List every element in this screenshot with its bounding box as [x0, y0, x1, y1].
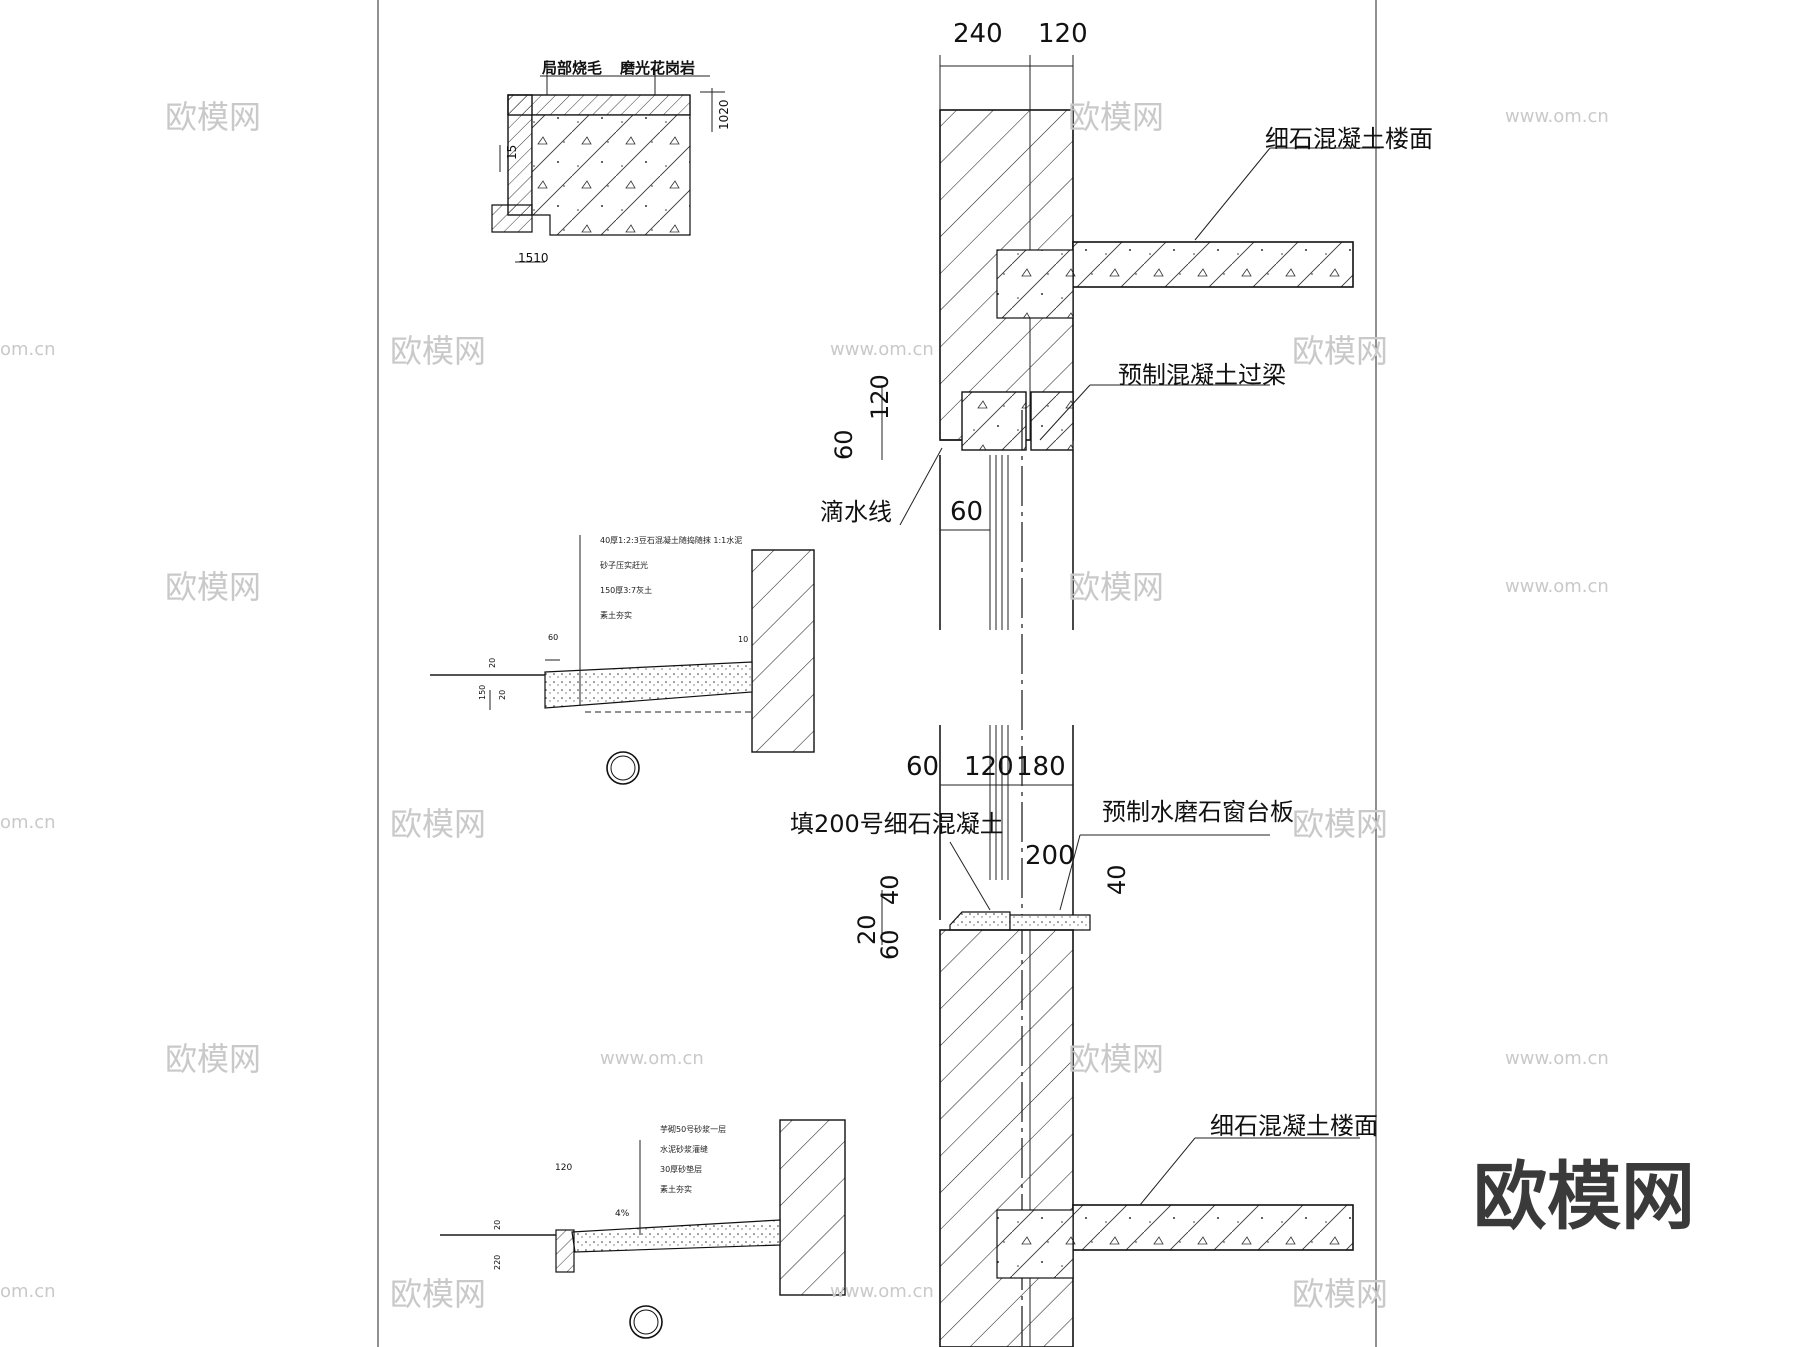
watermark-url: www.om.cn — [1505, 106, 1609, 127]
label-polished-granite: 磨光花岗岩 — [619, 59, 695, 77]
dim-sill-60: 60 — [906, 752, 939, 782]
apron-top-layer-4: 素土夯实 — [600, 610, 632, 620]
dim-1020: 1020 — [717, 99, 731, 130]
dim-sill-180: 180 — [1016, 752, 1066, 782]
watermark-url: www.om.cn — [830, 339, 934, 360]
apron-top-layer-1: 40厚1:2:3豆石混凝土随捣随抹 1:1水泥 — [600, 535, 742, 545]
dim-lintel-60: 60 — [830, 429, 858, 460]
watermark-cn: 欧模网 — [390, 1275, 486, 1313]
label-floor-bottom: 细石混凝土楼面 — [1210, 1112, 1378, 1140]
dim-120-top: 120 — [1038, 19, 1088, 49]
label-floor-top: 细石混凝土楼面 — [1265, 125, 1433, 153]
wall-section — [881, 55, 1380, 1347]
watermark-url: www.om.cn — [1505, 1048, 1609, 1069]
apron-top-dim-20b: 20 — [498, 690, 507, 700]
apron-detail-top — [430, 535, 815, 785]
watermark-url: om.cn — [0, 339, 56, 360]
apron-bottom-dim-20: 20 — [493, 1220, 502, 1230]
brand-logo: 欧模网 — [1473, 1154, 1695, 1240]
apron-bottom-layer-3: 30厚砂垫层 — [660, 1164, 702, 1174]
watermark-cn: 欧模网 — [390, 805, 486, 843]
watermark-cn: 欧模网 — [1068, 568, 1164, 606]
watermark-url: www.om.cn — [1505, 576, 1609, 597]
dim-sill-20: 20 — [853, 914, 881, 945]
apron-bottom-dim-120: 120 — [555, 1163, 572, 1173]
watermark-cn: 欧模网 — [1068, 98, 1164, 136]
apron-top-dim-20a: 20 — [488, 658, 497, 668]
dim-sill-120: 120 — [964, 752, 1014, 782]
label-partial-flamed: 局部烧毛 — [541, 59, 602, 77]
watermark-url: om.cn — [0, 1281, 56, 1302]
watermark-cn: 欧模网 — [165, 1040, 261, 1078]
watermark-cn: 欧模网 — [1068, 1040, 1164, 1078]
watermark-cn: 欧模网 — [390, 332, 486, 370]
apron-bottom-slope: 4% — [615, 1209, 630, 1219]
dim-sill-40-right: 40 — [1103, 864, 1131, 895]
dim-drip-60: 60 — [950, 497, 983, 527]
watermark-cn: 欧模网 — [1292, 1275, 1388, 1313]
apron-top-dim-60: 60 — [548, 633, 558, 642]
label-drip-line: 滴水线 — [820, 498, 892, 526]
granite-edge-detail — [491, 60, 725, 263]
dim-sill-60-left: 60 — [876, 929, 904, 960]
apron-top-layer-3: 150厚3:7灰土 — [600, 585, 652, 595]
watermark-cn: 欧模网 — [165, 568, 261, 606]
apron-bottom-dim-220: 220 — [493, 1255, 502, 1270]
apron-bottom-layer-4: 素土夯实 — [660, 1184, 692, 1194]
dim-240: 240 — [953, 19, 1003, 49]
apron-bottom-layer-2: 水泥砂浆灌缝 — [660, 1144, 708, 1154]
dim-lintel-120: 120 — [866, 374, 894, 420]
label-precast-lintel: 预制混凝土过梁 — [1118, 361, 1286, 389]
watermark-url: www.om.cn — [830, 1281, 934, 1302]
watermark-url: www.om.cn — [600, 1048, 704, 1069]
watermark-url: om.cn — [0, 812, 56, 833]
watermark-cn: 欧模网 — [1292, 805, 1388, 843]
dim-15: 15 — [505, 145, 519, 160]
dim-sill-200: 200 — [1025, 841, 1075, 871]
apron-top-layer-2: 砂子压实赶光 — [600, 560, 648, 570]
apron-detail-bottom — [440, 1119, 846, 1339]
watermark-cn: 欧模网 — [1292, 332, 1388, 370]
label-fill-concrete: 填200号细石混凝土 — [790, 810, 1004, 838]
dim-sill-40-left: 40 — [876, 874, 904, 905]
apron-bottom-layer-1: 芋砌50号砂浆一层 — [660, 1124, 726, 1134]
apron-top-dim-10: 10 — [738, 635, 748, 644]
watermark-cn: 欧模网 — [165, 98, 261, 136]
dim-1510: 1510 — [518, 251, 549, 265]
apron-top-dim-150: 150 — [478, 685, 487, 700]
label-terrazzo-sill: 预制水磨石窗台板 — [1102, 798, 1294, 826]
